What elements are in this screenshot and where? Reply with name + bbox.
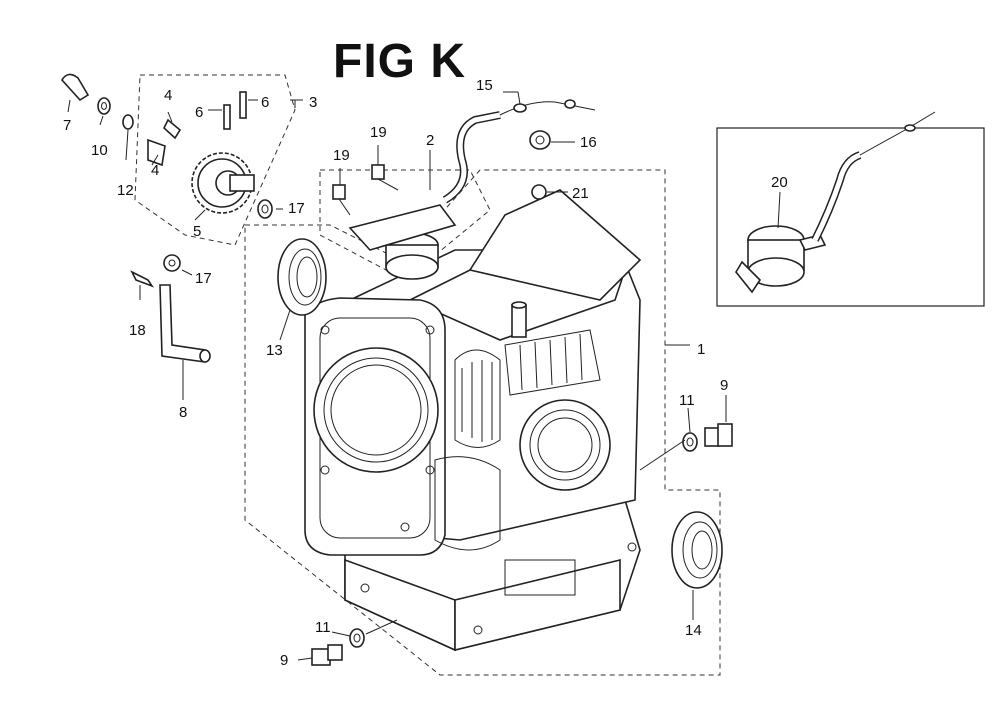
callout-21: 21	[572, 185, 589, 202]
callout-8: 8	[179, 404, 188, 421]
crankcase-body	[304, 189, 642, 652]
callout-3: 3	[309, 94, 318, 111]
drain-bolt-right	[682, 423, 733, 452]
callout-16: 16	[580, 134, 597, 151]
callout-9-right: 9	[720, 377, 729, 394]
callout-6-left: 6	[195, 104, 204, 121]
leader-lines	[67, 91, 781, 661]
inset-frame	[716, 127, 985, 307]
callout-11-bottom: 11	[315, 619, 331, 636]
callout-12: 12	[117, 182, 134, 199]
callout-14: 14	[685, 622, 702, 639]
callout-2: 2	[426, 132, 435, 149]
callout-20: 20	[771, 174, 788, 191]
oil-pump-group-outline	[134, 74, 296, 246]
callout-19-right: 19	[370, 124, 387, 141]
figure-title: FIG K	[333, 35, 466, 88]
breather-tube-8	[130, 270, 211, 363]
callout-7: 7	[63, 117, 72, 134]
callout-19-left: 19	[333, 147, 350, 164]
callout-11-right: 11	[679, 392, 695, 409]
callout-15: 15	[476, 77, 493, 94]
callout-17-upper: 17	[288, 200, 305, 217]
oil-alert-switch	[332, 99, 596, 280]
callout-9-bottom: 9	[280, 652, 289, 669]
drain-bolt-bottom	[311, 628, 365, 666]
callout-4-upper: 4	[164, 87, 173, 104]
callout-1: 1	[697, 341, 706, 358]
inset-oil-switch	[735, 111, 936, 294]
callout-18: 18	[129, 322, 146, 339]
callout-17-lower: 17	[195, 270, 212, 287]
washer-17	[163, 199, 273, 272]
oil-seal-13	[277, 238, 327, 316]
callout-4-lower: 4	[151, 162, 160, 179]
oil-seal-14	[671, 511, 723, 589]
callout-10: 10	[91, 142, 108, 159]
callout-5: 5	[193, 223, 202, 240]
callout-6-right: 6	[261, 94, 270, 111]
callout-13: 13	[266, 342, 283, 359]
oil-pump-parts	[61, 73, 255, 214]
